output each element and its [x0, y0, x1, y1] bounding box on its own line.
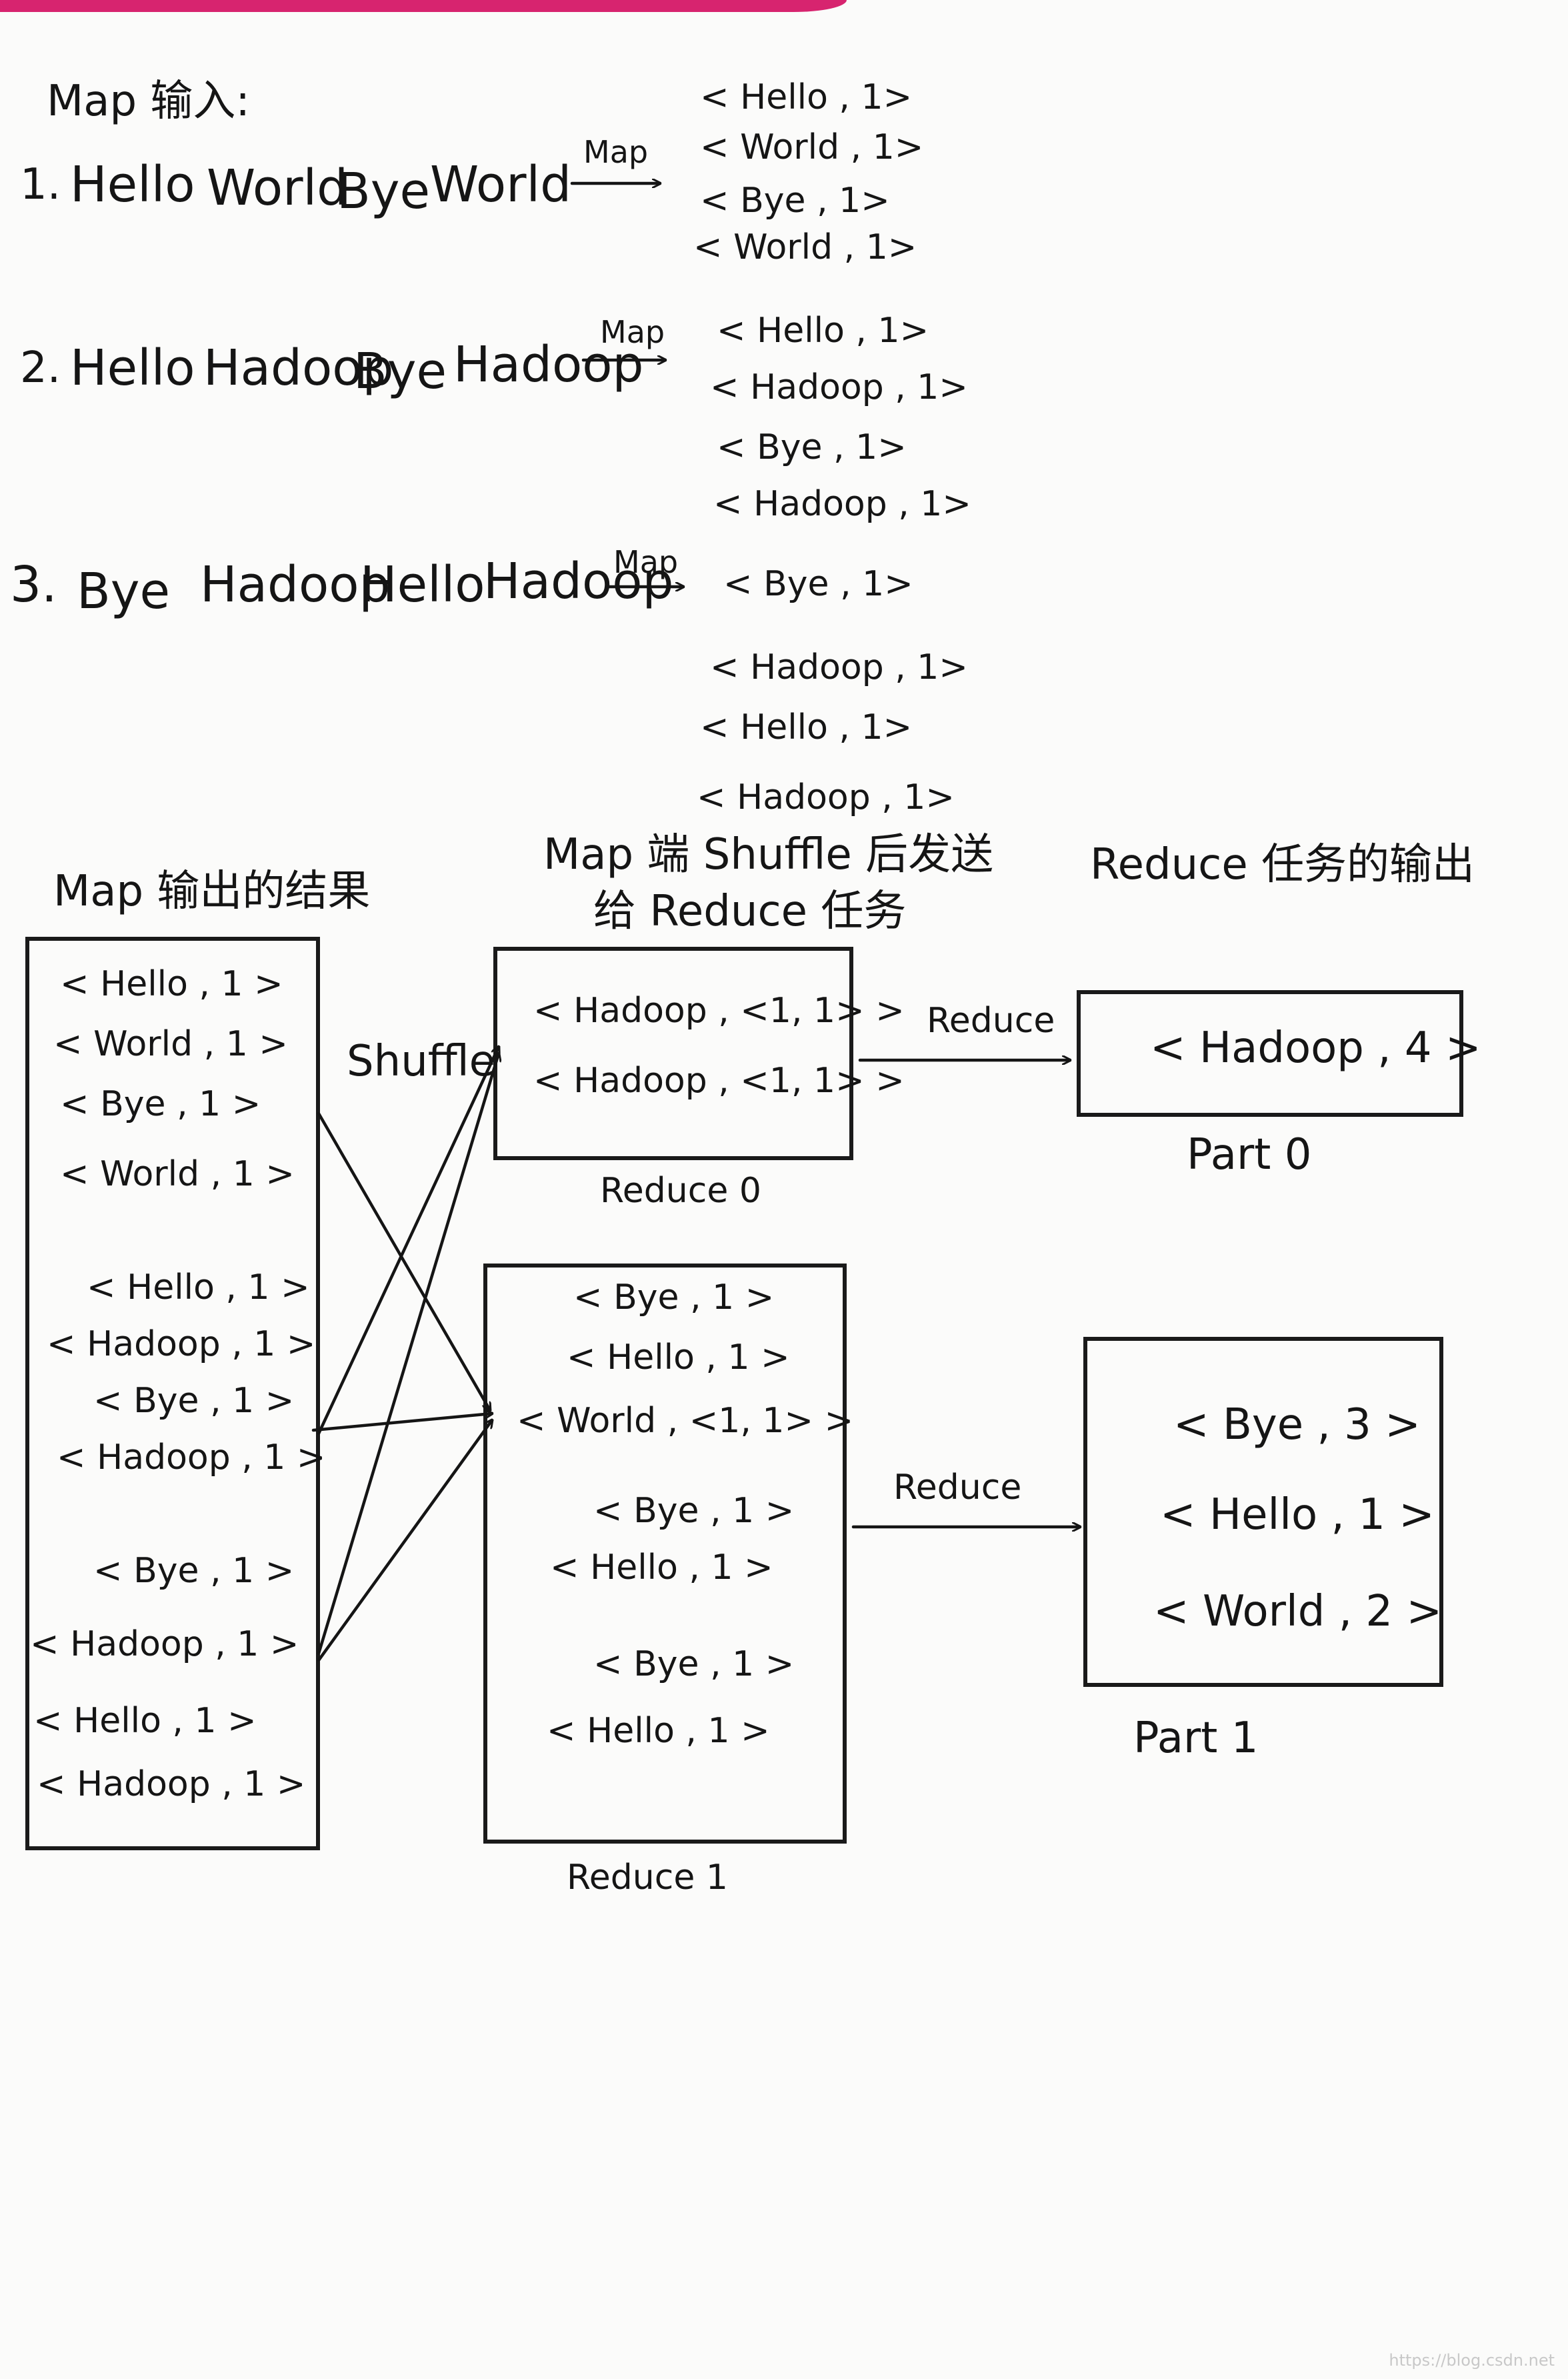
- reduce-0-arrow-label: Reduce: [927, 1001, 1055, 1041]
- part-0-item: < Hadoop , 4 >: [1150, 1023, 1481, 1073]
- part-0-label: Part 0: [1187, 1130, 1312, 1179]
- map-output-item: < Hadoop , 1 >: [47, 1324, 316, 1364]
- reduce-1-item: < Hello , 1 >: [550, 1548, 773, 1588]
- line-1-word-3: Bye: [337, 163, 431, 220]
- top-color-band: [0, 0, 847, 12]
- reduce-1-item: < Hello , 1 >: [547, 1711, 770, 1751]
- shuffle-arrow: [317, 1420, 492, 1662]
- shuffle-arrow: [317, 1111, 490, 1410]
- line-1-output-1: < Hello , 1>: [700, 77, 913, 117]
- map-output-title: Map 输出的结果: [53, 867, 371, 916]
- line-3-word-2: Hadoop: [200, 556, 391, 613]
- line-2-word-1: Hello: [70, 339, 195, 397]
- shuffle-arrow: [311, 1414, 492, 1432]
- map-output-item: < World , 1 >: [60, 1154, 295, 1194]
- shuffle-arrow: [317, 1047, 499, 1436]
- map-output-item: < Hadoop , 1 >: [57, 1438, 326, 1478]
- part-1-label: Part 1: [1133, 1714, 1259, 1763]
- line-1-map-label: Map: [583, 134, 649, 170]
- line-3-output-3: < Hello , 1>: [700, 707, 913, 747]
- shuffle-title-line-2: 给 Reduce 任务: [593, 887, 907, 936]
- line-1-output-4: < World , 1>: [693, 227, 917, 267]
- line-3-output-1: < Bye , 1>: [723, 564, 913, 604]
- line-2-output-1: < Hello , 1>: [717, 311, 929, 351]
- reduce-1-item: < World , <1, 1> >: [517, 1401, 854, 1441]
- line-2-output-4: < Hadoop , 1>: [713, 484, 971, 524]
- line-1-word-2: World: [207, 159, 349, 217]
- reduce-0-label: Reduce 0: [600, 1171, 761, 1211]
- map-output-item: < Hadoop , 1 >: [37, 1764, 306, 1804]
- line-3-word-1: Bye: [77, 563, 171, 620]
- shuffle-title-line-1: Map 端 Shuffle 后发送: [543, 830, 994, 879]
- line-2-word-3: Bye: [353, 343, 447, 400]
- line-1-word-4: World: [430, 156, 572, 213]
- line-1-number: 1.: [20, 160, 61, 209]
- map-output-item: < Bye , 1 >: [60, 1084, 261, 1124]
- line-3-map-label: Map: [613, 544, 679, 580]
- line-2-output-3: < Bye , 1>: [717, 427, 907, 467]
- part-1-item: < Bye , 3 >: [1173, 1400, 1421, 1450]
- map-output-item: < World , 1 >: [53, 1024, 288, 1064]
- line-1-output-2: < World , 1>: [700, 127, 924, 167]
- reduce-0-box: [493, 947, 853, 1160]
- line-2-map-label: Map: [600, 314, 665, 350]
- map-output-item: < Hello , 1 >: [33, 1701, 257, 1741]
- line-3-word-3: Hello: [360, 556, 485, 613]
- reduce-output-title: Reduce 任务的输出: [1090, 840, 1475, 889]
- map-output-item: < Hello , 1 >: [60, 964, 283, 1004]
- shuffle-arrow-label: Shuffle: [347, 1037, 495, 1086]
- reduce-1-label: Reduce 1: [567, 1858, 728, 1898]
- line-2-number: 2.: [20, 343, 61, 393]
- map-output-item: < Hadoop , 1 >: [30, 1624, 299, 1664]
- reduce-1-item: < Bye , 1 >: [593, 1491, 795, 1531]
- shuffle-arrow: [317, 1053, 499, 1656]
- part-1-item: < Hello , 1 >: [1160, 1490, 1435, 1540]
- line-3-output-4: < Hadoop , 1>: [697, 777, 955, 817]
- part-1-box: [1083, 1337, 1443, 1687]
- reduce-1-item: < Bye , 1 >: [573, 1278, 775, 1318]
- map-output-item: < Bye , 1 >: [93, 1551, 295, 1591]
- map-output-item: < Bye , 1 >: [93, 1381, 295, 1421]
- part-1-item: < World , 2 >: [1153, 1587, 1443, 1636]
- line-3-number: 3.: [10, 556, 57, 613]
- reduce-1-item: < Hello , 1 >: [567, 1338, 790, 1378]
- reduce-0-item: < Hadoop , <1, 1> >: [533, 991, 905, 1031]
- part-0-box: [1077, 990, 1463, 1117]
- reduce-1-item: < Bye , 1 >: [593, 1644, 795, 1684]
- line-3-output-2: < Hadoop , 1>: [710, 647, 968, 687]
- line-1-word-1: Hello: [70, 156, 195, 213]
- watermark: https://blog.csdn.net: [1389, 2351, 1555, 2370]
- map-input-title: Map 输入:: [47, 77, 250, 126]
- line-3-word-4: Hadoop: [483, 553, 674, 610]
- reduce-1-arrow-label: Reduce: [893, 1468, 1022, 1508]
- line-2-word-2: Hadoop: [203, 339, 394, 397]
- line-1-output-3: < Bye , 1>: [700, 181, 890, 221]
- reduce-0-item: < Hadoop , <1, 1> >: [533, 1061, 905, 1101]
- line-2-word-4: Hadoop: [453, 336, 644, 393]
- line-2-output-2: < Hadoop , 1>: [710, 367, 968, 407]
- map-output-item: < Hello , 1 >: [87, 1268, 310, 1308]
